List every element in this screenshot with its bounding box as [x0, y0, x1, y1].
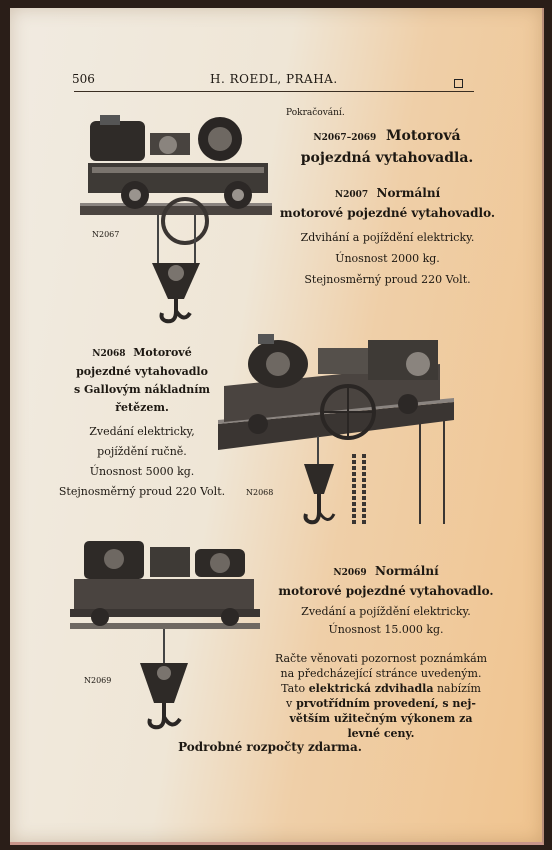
hoist-2068-illustration — [218, 324, 454, 544]
item-2068-heading-line1: Motorové — [133, 346, 192, 359]
section-title-number: N2067–2069 — [313, 133, 377, 143]
figure-label-2067: N2067 — [92, 230, 120, 239]
page-number: 506 — [72, 72, 95, 86]
item-2069-heading-line1: Normální — [375, 564, 439, 578]
item-2068-line4: Stejnosměrný proud 220 Volt. — [58, 485, 226, 498]
hoist-2069-drawing — [70, 541, 260, 730]
header-rule — [74, 91, 474, 92]
notice-line5: větším užitečným výkonem za — [289, 712, 473, 725]
item-2067-text: N2007 Normální motorové pojezdné vytahov… — [260, 184, 515, 289]
figure-label-2068: N2068 — [246, 488, 274, 497]
item-2069-line2: Únosnost 15.000 kg. — [328, 623, 444, 636]
hoist-2069-illustration — [70, 523, 270, 738]
section-title: N2067–2069 Motorová pojezdná vytahovadla… — [272, 126, 502, 168]
catalog-page: 506 H. ROEDL, PRAHA. — [10, 8, 544, 845]
item-2068-heading-line4: řetězem. — [115, 401, 169, 414]
notice-line3-b: elektrická zdvihadla — [308, 682, 434, 695]
notice-line3-c: nabízím — [436, 682, 481, 695]
item-2069-number: N2069 — [333, 568, 367, 578]
item-2069-line1: Zvedání a pojíždění elektricky. — [301, 605, 471, 618]
item-2069-heading-line2: motorové pojezdné vytahovadlo. — [278, 584, 494, 598]
item-2068-number: N2068 — [92, 349, 126, 359]
free-estimates: Podrobné rozpočty zdarma. — [178, 740, 362, 754]
notice-line3-a: Tato — [281, 682, 306, 695]
notice-line1: Račte věnovati pozornost poznámkám — [274, 652, 488, 665]
item-2067-line3: Stejnosměrný proud 220 Volt. — [304, 273, 471, 286]
item-2067-line2: Únosnost 2000 kg. — [335, 252, 440, 265]
notice-paragraph: Račte věnovati pozornost poznámkám na př… — [268, 650, 494, 743]
item-2068-text: N2068 Motorové pojezdné vytahovadlo s Ga… — [52, 344, 232, 501]
item-2068-heading-line2: pojezdné vytahovadlo — [76, 365, 208, 378]
hoist-2068-drawing — [218, 334, 454, 525]
item-2068-line3: Únosnost 5000 kg. — [89, 465, 195, 478]
item-2067-heading-line1: Normální — [376, 186, 441, 200]
hoist-2067-illustration — [80, 103, 280, 333]
notice-line4-b: prvotřídním provedení, s nej- — [296, 697, 476, 710]
figure-label-2069: N2069 — [84, 676, 112, 685]
section-title-line1: Motorová — [386, 128, 461, 144]
hoist-2067-drawing — [80, 115, 272, 324]
item-2068-line2: pojíždění ručně. — [97, 445, 187, 458]
item-2067-number: N2007 — [334, 190, 369, 200]
section-title-line2: pojezdná vytahovadla. — [300, 150, 474, 166]
item-2068-heading-line3: s Gallovým nákladním — [73, 383, 211, 396]
item-2069-text: N2069 Normální motorové pojezdné vytahov… — [266, 562, 506, 639]
item-2067-line1: Zdvihání a pojíždění elektricky. — [300, 231, 475, 244]
item-2067-heading-line2: motorové pojezdné vytahovadlo. — [279, 206, 496, 220]
notice-line2: na předcházející stránce uvedeným. — [280, 667, 482, 680]
corner-square-icon — [454, 79, 463, 88]
continued-label: Pokračování. — [286, 108, 345, 118]
item-2068-line1: Zvedání elektricky, — [89, 425, 195, 438]
running-head: H. ROEDL, PRAHA. — [210, 72, 338, 86]
notice-line6: levné ceny. — [347, 727, 415, 740]
notice-line4-a: v — [286, 697, 293, 710]
